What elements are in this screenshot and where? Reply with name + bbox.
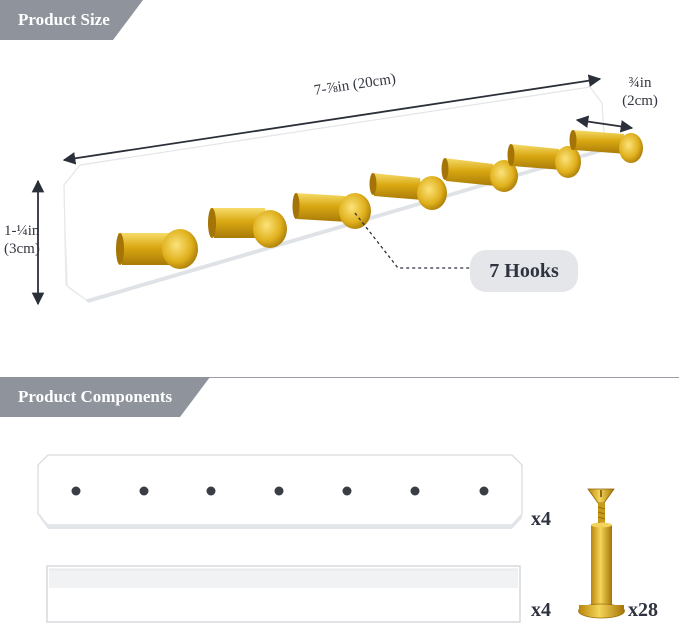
hooks-callout-leader bbox=[354, 212, 470, 269]
hook-4 bbox=[369, 173, 447, 210]
height-label-cm: (3cm) bbox=[4, 241, 40, 257]
board-quantity: x4 bbox=[531, 508, 551, 530]
hook-depth-label: ¾in (2cm) bbox=[612, 74, 668, 110]
hook-5 bbox=[441, 158, 518, 192]
hook-depth-inches: ¾in bbox=[628, 75, 652, 91]
section-divider bbox=[0, 377, 679, 378]
screw-icon bbox=[578, 488, 625, 619]
screw-hole bbox=[342, 486, 352, 496]
tape-quantity: x4 bbox=[531, 599, 551, 621]
product-components-header: Product Components bbox=[0, 377, 210, 417]
mounting-board-component bbox=[37, 454, 523, 529]
screw-hole bbox=[139, 486, 149, 496]
hook-3 bbox=[292, 193, 371, 229]
product-size-header: Product Size bbox=[0, 0, 143, 40]
screw-hole bbox=[410, 486, 420, 496]
hook-2 bbox=[208, 208, 287, 248]
screw-quantity: x28 bbox=[628, 599, 658, 621]
screw-hole bbox=[479, 486, 489, 496]
hook-depth-cm: (2cm) bbox=[622, 93, 658, 109]
length-arrow bbox=[62, 74, 602, 165]
hooks-count-callout: 7 Hooks bbox=[470, 250, 578, 292]
height-label: 1-¼in (3cm) bbox=[4, 222, 64, 258]
adhesive-tape-component bbox=[46, 565, 521, 623]
screw-hole bbox=[71, 486, 81, 496]
height-label-inches: 1-¼in bbox=[4, 223, 40, 239]
hook-1 bbox=[116, 229, 198, 269]
hook-depth-arrow bbox=[575, 115, 634, 133]
screw-hole bbox=[206, 486, 216, 496]
screw-hole bbox=[274, 486, 284, 496]
